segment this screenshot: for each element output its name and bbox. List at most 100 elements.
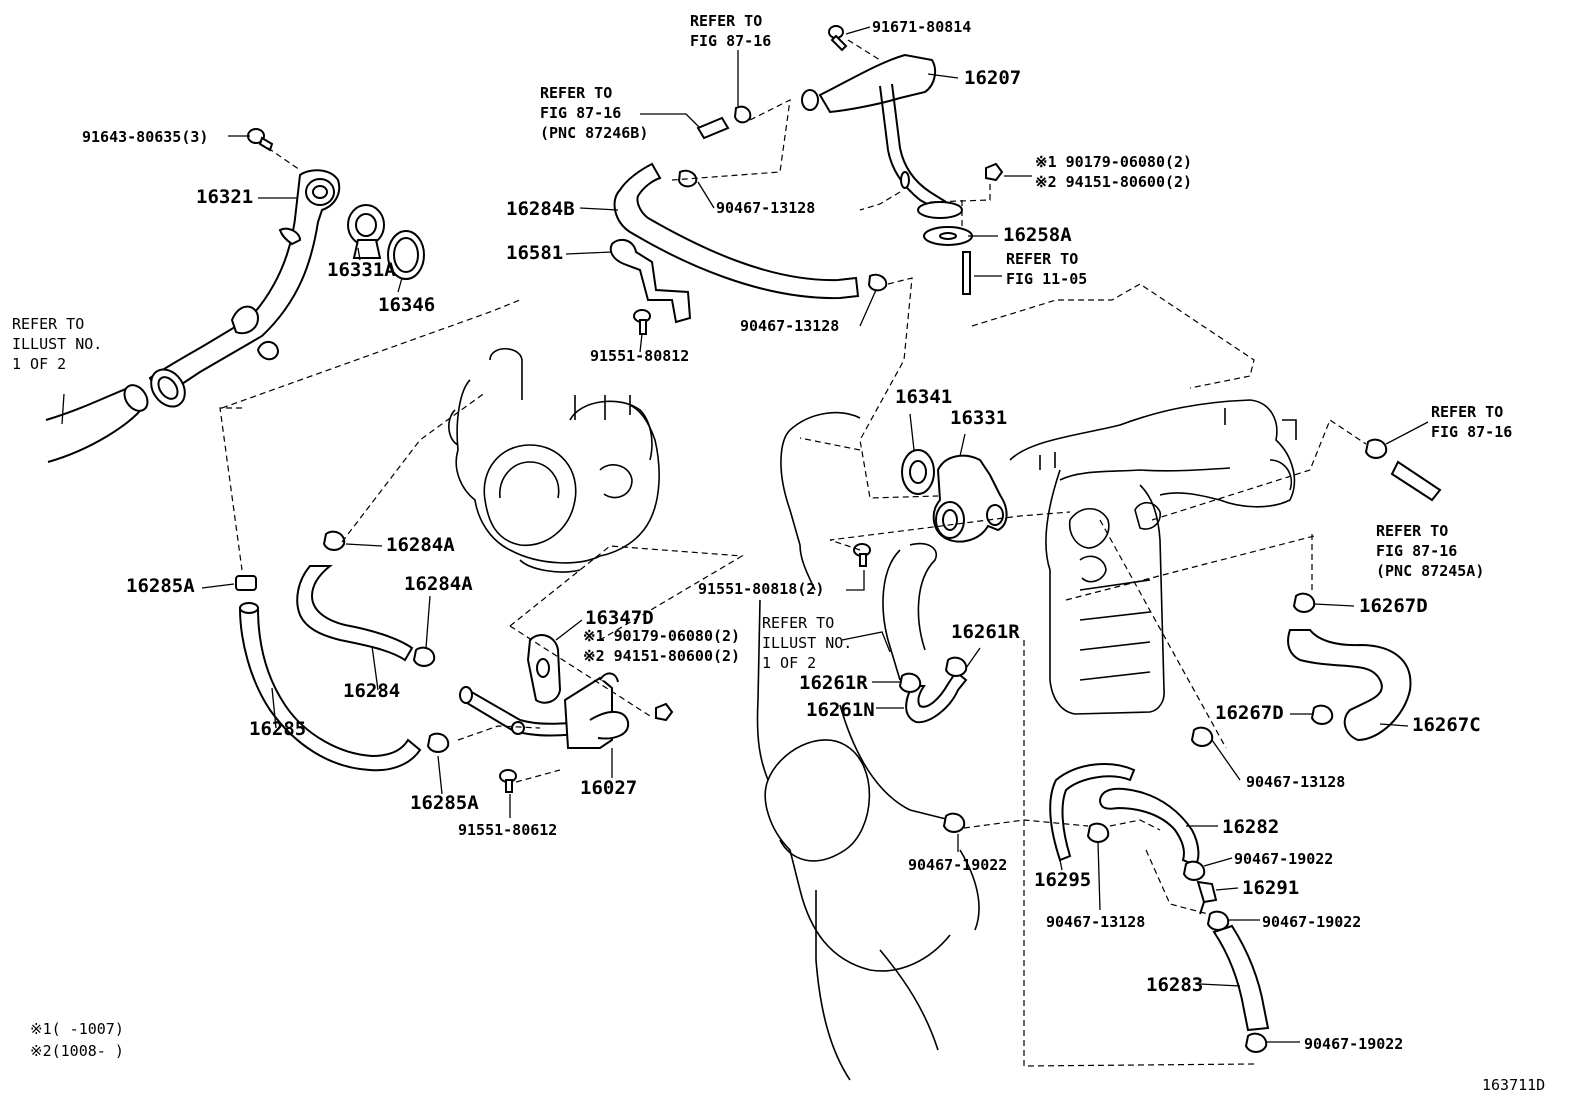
label-line: FIG 87-16 bbox=[1431, 423, 1512, 441]
label-line: 16261R bbox=[951, 621, 1020, 643]
label-line: 16258A bbox=[1003, 224, 1072, 246]
label-pn-16347d: 16347D bbox=[585, 607, 654, 629]
clamp-16261r-b bbox=[944, 656, 968, 677]
clamp-90467-19022-b bbox=[942, 812, 966, 833]
label-legend-1: ※1( -1007) bbox=[30, 1020, 124, 1038]
clamp-16267d-a bbox=[1292, 592, 1316, 613]
label-line: 16267D bbox=[1359, 595, 1428, 617]
label-line: 16346 bbox=[378, 294, 435, 316]
clamp-90467-19022-d bbox=[1244, 1032, 1268, 1053]
label-line: 16261N bbox=[806, 699, 875, 721]
bolt-91551-80812 bbox=[633, 309, 651, 335]
label-line: 16267D bbox=[1215, 702, 1284, 724]
hose-87245a bbox=[1390, 460, 1442, 502]
clamp-90467-13128-d bbox=[1086, 822, 1110, 843]
intake-manifold bbox=[1009, 399, 1297, 715]
label-line: (PNC 87245A) bbox=[1376, 562, 1484, 580]
label-pn-16284: 16284 bbox=[343, 680, 400, 702]
label-line: 16285A bbox=[410, 792, 479, 814]
hose-16282 bbox=[1098, 787, 1200, 867]
label-pn-90467-19022-d: 90467-19022 bbox=[1304, 1035, 1403, 1053]
thermostat-16331a bbox=[347, 204, 385, 259]
label-refer-illust-2[interactable]: REFER TO ILLUST NO. 1 OF 2 bbox=[762, 614, 852, 672]
hose-16283 bbox=[1212, 924, 1270, 1032]
hose-16284b bbox=[613, 162, 860, 300]
label-pn-90179-06080-mid: ※1 90179-06080(2) ※2 94151-80600(2) bbox=[583, 627, 740, 665]
label-line: 16284 bbox=[343, 680, 400, 702]
clamp-16284a-b bbox=[412, 646, 436, 667]
clamp-90467-19022-c bbox=[1206, 910, 1230, 931]
label-line: FIG 87-16 bbox=[690, 32, 771, 50]
label-line: REFER TO bbox=[1006, 250, 1078, 268]
bolt-91643-80635 bbox=[247, 128, 274, 152]
label-line: 1 OF 2 bbox=[12, 355, 66, 373]
label-pn-90467-19022-b: 90467-19022 bbox=[908, 856, 1007, 874]
label-line: 16295 bbox=[1034, 869, 1091, 891]
label-pn-16295: 16295 bbox=[1034, 869, 1091, 891]
clamp-16267d-b bbox=[1310, 704, 1334, 725]
label-line: REFER TO bbox=[690, 12, 762, 30]
label-pn-90179-06080-top: ※1 90179-06080(2)※2 94151-80600(2) bbox=[1035, 153, 1192, 191]
engine-block bbox=[756, 411, 980, 1081]
label-line: ILLUST NO. bbox=[12, 335, 102, 353]
label-pn-16258a: 16258A bbox=[1003, 224, 1072, 246]
radiator-hose-left bbox=[45, 384, 149, 463]
label-line: ※1 90179-06080(2) bbox=[583, 627, 740, 645]
assembly-lines bbox=[219, 39, 1367, 1067]
label-line: ※1( -1007) bbox=[30, 1020, 124, 1038]
label-line: ※2(1008- ) bbox=[30, 1042, 124, 1060]
label-pn-91551-80612: 91551-80612 bbox=[458, 821, 557, 839]
clamp-90467-13128-b bbox=[867, 273, 888, 292]
label-pn-91551-80818: 91551-80818(2) bbox=[698, 580, 824, 598]
label-line: (PNC 87246B) bbox=[540, 124, 648, 142]
leader-lines bbox=[61, 26, 1429, 1043]
label-pn-16261n: 16261N bbox=[806, 699, 875, 721]
label-line: 16347D bbox=[585, 607, 654, 629]
label-line: FIG 87-16 bbox=[540, 104, 621, 122]
label-line: ILLUST NO. bbox=[762, 634, 852, 652]
label-line: 90467-19022 bbox=[908, 856, 1007, 874]
label-pn-16341: 16341 bbox=[895, 386, 952, 408]
label-line: 16291 bbox=[1242, 877, 1299, 899]
label-pn-90467-19022-a: 90467-19022 bbox=[1234, 850, 1333, 868]
label-line: 16282 bbox=[1222, 816, 1279, 838]
hose-16295 bbox=[1049, 763, 1136, 862]
label-pn-90467-13128-d: 90467-13128 bbox=[1046, 913, 1145, 931]
label-refer-87-16-a[interactable]: REFER TO FIG 87-16 bbox=[690, 12, 771, 50]
label-pn-16261r-b: 16261R bbox=[799, 672, 868, 694]
hose-16284 bbox=[296, 565, 414, 662]
label-pn-16261r-a: 16261R bbox=[951, 621, 1020, 643]
label-line: REFER TO bbox=[762, 614, 834, 632]
label-line: 90467-13128 bbox=[1246, 773, 1345, 791]
clamp-16284a-a bbox=[322, 530, 346, 551]
label-pn-16285: 16285 bbox=[249, 718, 306, 740]
label-pn-16027: 16027 bbox=[580, 777, 637, 799]
label-pn-16284a-b: 16284A bbox=[404, 573, 473, 595]
label-line: 16284B bbox=[506, 198, 575, 220]
clamp-90467-19022-a bbox=[1182, 860, 1206, 881]
clamp-top-a bbox=[733, 105, 752, 124]
label-line: 16284A bbox=[386, 534, 455, 556]
label-line: 1 OF 2 bbox=[762, 654, 816, 672]
label-line: 90467-13128 bbox=[716, 199, 815, 217]
label-pn-16321: 16321 bbox=[196, 186, 253, 208]
label-line: 90467-13128 bbox=[740, 317, 839, 335]
label-line: FIG 87-16 bbox=[1376, 542, 1457, 560]
label-line: ※2 94151-80600(2) bbox=[583, 647, 740, 665]
label-line: 16283 bbox=[1146, 974, 1203, 996]
label-pn-16282: 16282 bbox=[1222, 816, 1279, 838]
label-line: 90467-19022 bbox=[1304, 1035, 1403, 1053]
label-line: 16331 bbox=[950, 407, 1007, 429]
hose-16267c bbox=[1287, 629, 1412, 742]
label-line: 16261R bbox=[799, 672, 868, 694]
label-pn-16207: 16207 bbox=[964, 67, 1021, 89]
label-line: 16581 bbox=[506, 242, 563, 264]
label-line: 16341 bbox=[895, 386, 952, 408]
label-pn-16331a: 16331A bbox=[327, 259, 396, 281]
